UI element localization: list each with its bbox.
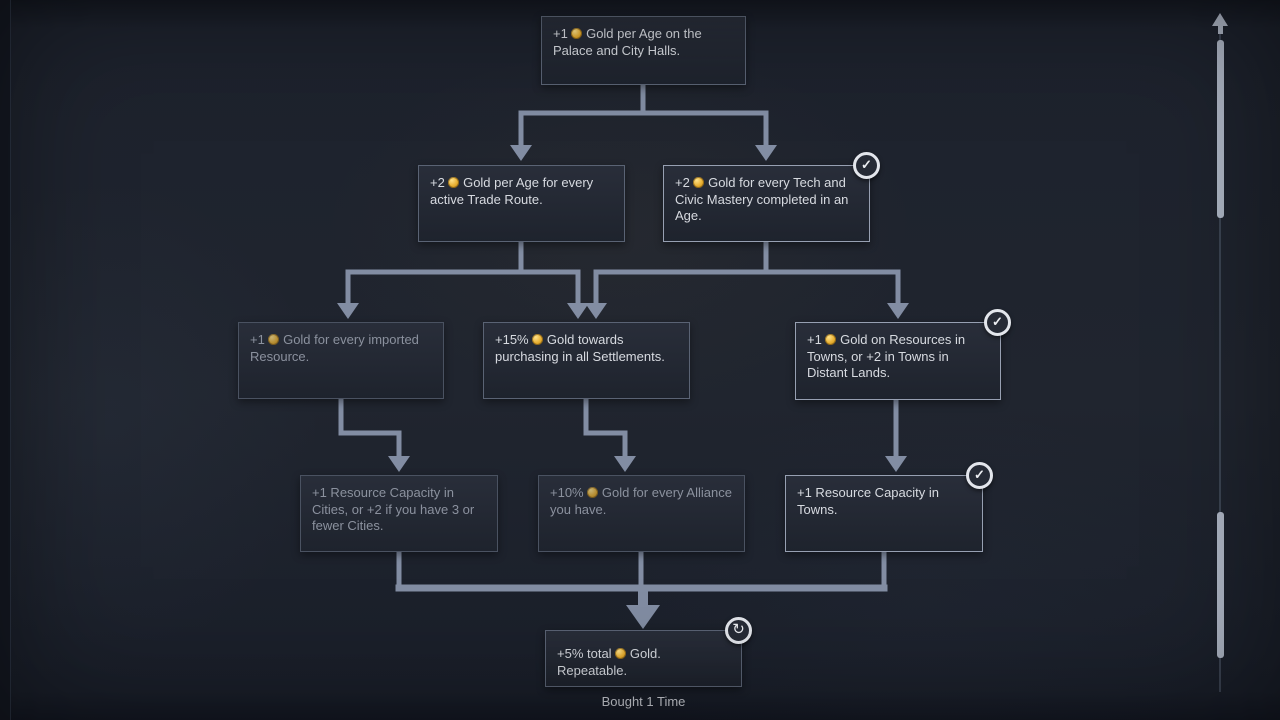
node-value: +1 [553, 26, 568, 41]
gold-coin-icon [587, 487, 599, 498]
node-text: +1 Gold on Resources in Towns, or +2 in … [807, 332, 989, 382]
node-description: Gold for every Alliance you have. [550, 485, 732, 517]
scroll-up-arrow-stem [1218, 25, 1223, 34]
completed-check-icon: ✓ [853, 152, 880, 179]
node-description: Gold towards purchasing in all Settlemen… [495, 332, 665, 364]
tree-node-mastery-gold[interactable]: +2 Gold for every Tech and Civic Mastery… [663, 152, 880, 242]
gold-coin-icon [615, 648, 627, 659]
tree-node-alliance-gold[interactable]: +10% Gold for every Alliance you have. [538, 475, 745, 552]
node-value: +1 [807, 332, 822, 347]
scrollbar-thumb-top[interactable] [1217, 40, 1224, 218]
node-description: +1 Resource Capacity in Cities, or +2 if… [312, 485, 475, 533]
gold-coin-icon [825, 334, 837, 345]
gold-coin-icon [448, 177, 460, 188]
gold-coin-icon [571, 28, 583, 39]
tree-node-town-resource-capacity[interactable]: +1 Resource Capacity in Towns. ✓ [785, 462, 993, 552]
completed-check-icon: ✓ [966, 462, 993, 489]
node-text: +1 Gold per Age on the Palace and City H… [553, 26, 734, 59]
node-text: +1 Resource Capacity in Cities, or +2 if… [312, 485, 486, 535]
node-value: +15% [495, 332, 529, 347]
node-description: Gold per Age for every active Trade Rout… [430, 175, 594, 207]
node-description: Gold on Resources in Towns, or +2 in Tow… [807, 332, 966, 380]
node-text: +1 Resource Capacity in Towns. [797, 485, 971, 518]
node-description: Gold for every Tech and Civic Mastery co… [675, 175, 849, 223]
node-value: +2 [675, 175, 690, 190]
node-value: +10% [550, 485, 584, 500]
gold-coin-icon [693, 177, 705, 188]
node-description: Gold per Age on the Palace and City Hall… [553, 26, 702, 58]
node-description: +1 Resource Capacity in Towns. [797, 485, 939, 517]
tree-node-imported-resource-gold[interactable]: +1 Gold for every imported Resource. [238, 322, 444, 399]
node-text: +2 Gold for every Tech and Civic Mastery… [675, 175, 858, 225]
node-text: +5% total Gold. Repeatable. [557, 646, 730, 679]
node-text: +10% Gold for every Alliance you have. [550, 485, 733, 518]
node-value: +2 [430, 175, 445, 190]
tree-node-repeatable-total-gold[interactable]: +5% total Gold. Repeatable. ↻ [545, 617, 752, 687]
gold-coin-icon [532, 334, 544, 345]
node-text: +2 Gold per Age for every active Trade R… [430, 175, 613, 208]
node-description: Gold for every imported Resource. [250, 332, 419, 364]
left-edge-divider [0, 0, 11, 720]
node-value: +5% total [557, 646, 612, 661]
scrollbar-thumb-bottom[interactable] [1217, 512, 1224, 658]
scroll-up-arrow-icon[interactable] [1212, 13, 1228, 26]
bought-count-label: Bought 1 Time [601, 694, 686, 709]
gold-coin-icon [268, 334, 280, 345]
tree-node-palace-gold[interactable]: +1 Gold per Age on the Palace and City H… [541, 16, 746, 85]
node-description: Gold. Repeatable. [557, 646, 661, 678]
node-text: +1 Gold for every imported Resource. [250, 332, 432, 365]
tree-node-trade-route-gold[interactable]: +2 Gold per Age for every active Trade R… [418, 165, 625, 242]
scrollbar-track[interactable] [1219, 34, 1221, 692]
tree-node-settlement-purchase[interactable]: +15% Gold towards purchasing in all Sett… [483, 322, 690, 399]
tree-node-town-resource-gold[interactable]: +1 Gold on Resources in Towns, or +2 in … [795, 309, 1011, 400]
node-text: +15% Gold towards purchasing in all Sett… [495, 332, 678, 365]
tree-node-city-resource-capacity[interactable]: +1 Resource Capacity in Cities, or +2 if… [300, 475, 498, 552]
node-value: +1 [250, 332, 265, 347]
completed-check-icon: ✓ [984, 309, 1011, 336]
repeatable-icon: ↻ [725, 617, 752, 644]
